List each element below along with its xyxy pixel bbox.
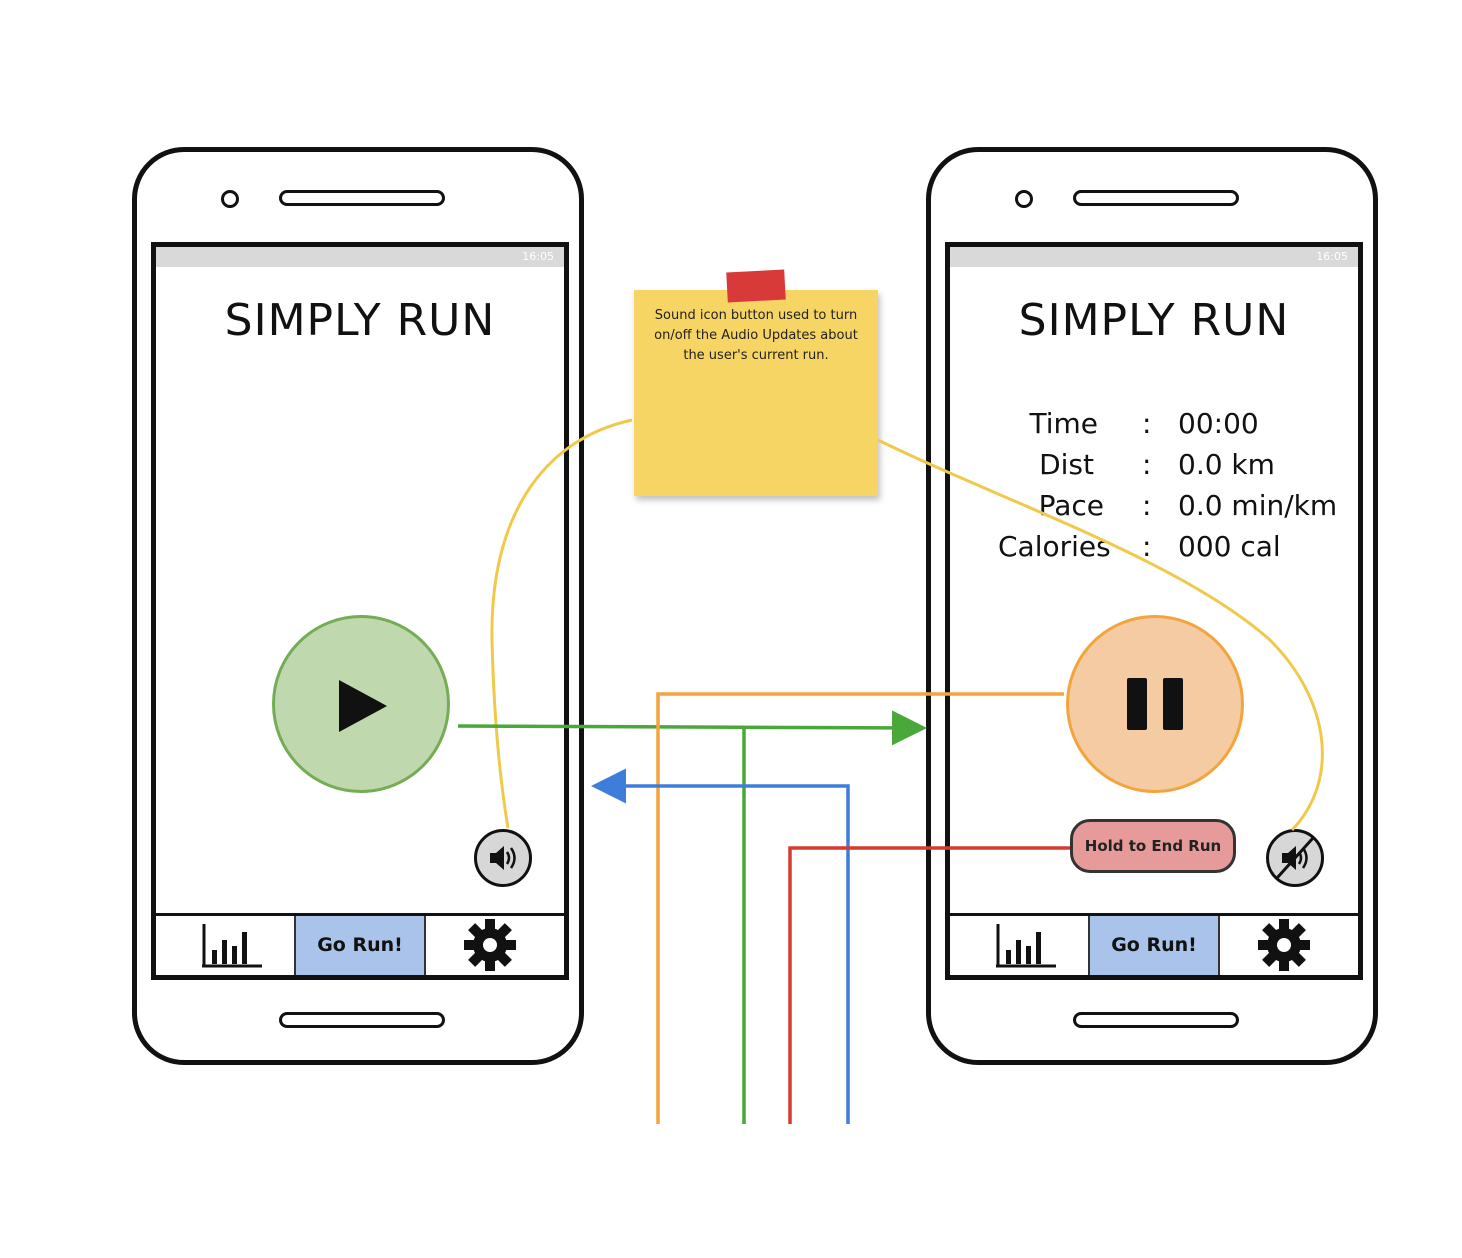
stat-separator: : <box>1142 530 1152 563</box>
bottom-nav: Go Run! <box>156 913 564 975</box>
stat-value: 000 cal <box>1178 530 1281 563</box>
flow-arrow-play <box>457 710 927 746</box>
stat-label: Time <box>1029 407 1098 440</box>
stat-separator: : <box>1142 407 1152 440</box>
bottom-nav: Go Run! <box>950 913 1358 975</box>
stat-value: 0.0 min/km <box>1178 489 1338 522</box>
annotation-sticky-note: Sound icon button used to turn on/off th… <box>634 290 878 496</box>
callout-line-right <box>877 438 1324 832</box>
status-time: 16:05 <box>1316 250 1348 263</box>
stat-separator: : <box>1142 448 1152 481</box>
earpiece-speaker <box>279 190 445 206</box>
right-phone-screen: 16:05 SIMPLY RUN Time : 00:00 Dist : 0.0… <box>945 242 1363 980</box>
home-button[interactable] <box>1073 1012 1239 1028</box>
gear-icon <box>464 919 516 971</box>
play-icon <box>339 680 387 732</box>
hold-to-end-run-button[interactable]: Hold to End Run <box>1070 819 1236 873</box>
stat-value: 00:00 <box>1178 407 1259 440</box>
flow-line-end-run <box>788 846 1070 1124</box>
stats-bar-chart-icon <box>996 924 1056 968</box>
camera-dot <box>221 190 239 208</box>
go-run-label: Go Run! <box>1111 934 1197 956</box>
nav-tab-settings[interactable] <box>1220 916 1358 975</box>
sound-toggle-button[interactable] <box>474 829 532 887</box>
left-phone-screen: 16:05 SIMPLY RUN <box>151 242 569 980</box>
stat-value: 0.0 km <box>1178 448 1275 481</box>
status-bar: 16:05 <box>156 247 564 267</box>
sound-muted-icon <box>1275 836 1315 880</box>
go-run-label: Go Run! <box>317 934 403 956</box>
nav-tab-settings[interactable] <box>426 916 564 975</box>
nav-tab-stats[interactable] <box>950 916 1090 975</box>
app-title: SIMPLY RUN <box>224 295 496 346</box>
flow-line-pause <box>656 692 1064 1124</box>
run-stats: Time : 00:00 Dist : 0.0 km Pace : 0.0 mi… <box>950 407 1358 577</box>
stat-separator: : <box>1142 489 1152 522</box>
left-phone-frame: 16:05 SIMPLY RUN <box>132 147 584 1065</box>
sound-toggle-button[interactable] <box>1266 829 1324 887</box>
status-time: 16:05 <box>522 250 554 263</box>
nav-tab-go-run[interactable]: Go Run! <box>296 916 426 975</box>
callout-line-left <box>490 418 633 829</box>
status-bar: 16:05 <box>950 247 1358 267</box>
pause-button[interactable] <box>1066 615 1244 793</box>
app-title: SIMPLY RUN <box>1018 295 1290 346</box>
play-button[interactable] <box>272 615 450 793</box>
home-button[interactable] <box>279 1012 445 1028</box>
stat-label: Dist <box>1039 448 1094 481</box>
flow-arrow-back <box>591 768 850 1124</box>
right-phone-frame: 16:05 SIMPLY RUN Time : 00:00 Dist : 0.0… <box>926 147 1378 1065</box>
sound-on-icon <box>490 846 516 870</box>
stats-bar-chart-icon <box>202 924 262 968</box>
earpiece-speaker <box>1073 190 1239 206</box>
nav-tab-go-run[interactable]: Go Run! <box>1090 916 1220 975</box>
camera-dot <box>1015 190 1033 208</box>
sticky-note-text: Sound icon button used to turn on/off th… <box>654 308 858 363</box>
nav-tab-stats[interactable] <box>156 916 296 975</box>
gear-icon <box>1258 919 1310 971</box>
pause-icon <box>1127 678 1183 730</box>
